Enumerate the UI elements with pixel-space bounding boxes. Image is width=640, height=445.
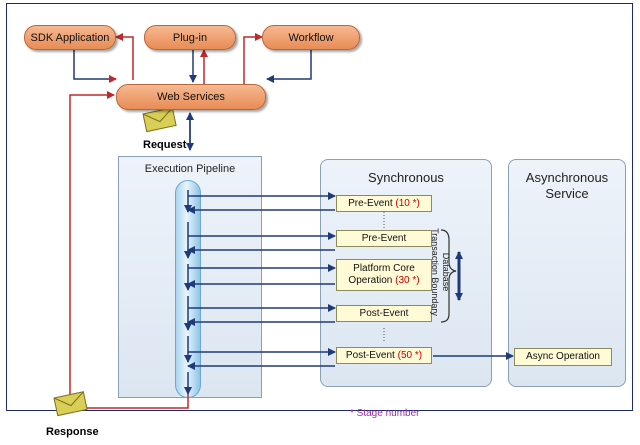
stage-post-event-50: Post-Event (50 *) (336, 347, 432, 364)
red-to-sdk (115, 33, 134, 80)
stage-pre-event-10: Pre-Event (10 *) (336, 195, 432, 212)
async-operation-box: Async Operation (514, 348, 612, 366)
stage-pre-event: Pre-Event (336, 230, 432, 247)
stage-pre-event-label: Pre-Event (361, 232, 407, 244)
transaction-boundary-label: Database Transaction Boundary (429, 222, 451, 322)
sdk-application-node: SDK Application (24, 25, 116, 50)
stage-post-event-label: Post-Event (359, 307, 409, 319)
async-operation-label: Async Operation (526, 351, 600, 362)
stage-number-30: (30 *) (395, 275, 420, 286)
synchronous-title: Synchronous (368, 170, 444, 185)
stage-post-event-50-label: Post-Event (345, 349, 395, 361)
stage-pre-event-10-label: Pre-Event (348, 197, 393, 209)
boundary-line1: Database (441, 252, 451, 292)
web-services-node: Web Services (116, 84, 266, 110)
blue-workflow-to-ws (266, 50, 312, 83)
stage-platform-core-line2: Operation (348, 275, 393, 286)
red-to-workflow (243, 33, 263, 85)
stage-platform-core-line1: Platform Core (353, 263, 415, 274)
stage-platform-core: Platform Core Operation (30 *) (336, 259, 432, 291)
stage-number-50: (50 *) (397, 349, 423, 361)
stage-number-legend: * Stage number (350, 408, 420, 419)
transaction-bracket (440, 229, 457, 323)
execution-pipeline-title: Execution Pipeline (144, 163, 236, 175)
request-envelope-icon (142, 107, 177, 133)
stage-number-10: (10 *) (395, 197, 420, 209)
blue-sdk-to-ws (73, 50, 117, 83)
workflow-node: Workflow (262, 25, 360, 50)
asynchronous-title: Asynchronous Service (525, 170, 609, 201)
boundary-line2: Transaction Boundary (430, 228, 440, 316)
request-label: Request (143, 139, 187, 151)
response-label: Response (46, 426, 99, 438)
stage-post-event: Post-Event (336, 305, 432, 322)
response-envelope-icon (53, 391, 88, 417)
plugin-node: Plug-in (144, 25, 236, 50)
